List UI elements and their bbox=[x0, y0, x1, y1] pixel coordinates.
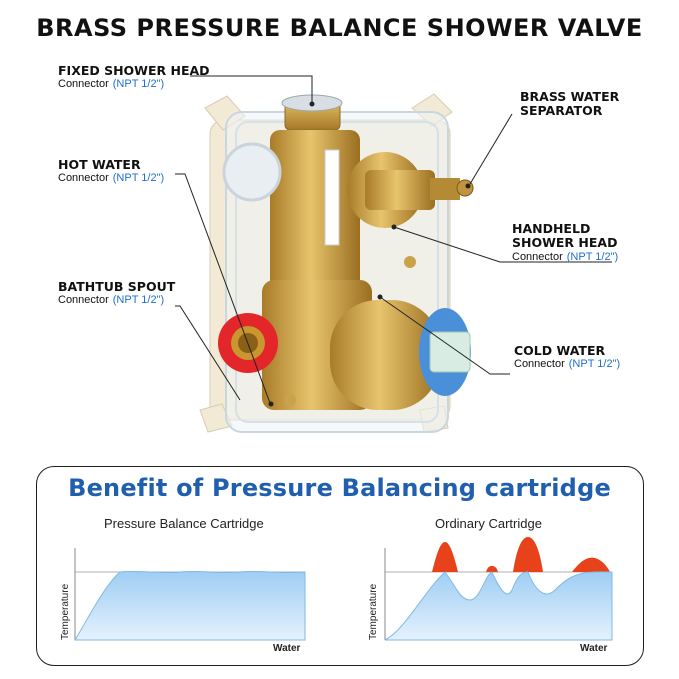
callout-sub: Connector(NPT 1/2") bbox=[514, 358, 620, 371]
page-title: BRASS PRESSURE BALANCE SHOWER VALVE bbox=[36, 14, 643, 42]
callout-hot-water: HOT WATER Connector(NPT 1/2") bbox=[58, 157, 164, 185]
callout-sub-label: Connector bbox=[58, 294, 109, 307]
callout-sub-label: Connector bbox=[58, 172, 109, 185]
callout-spec: (NPT 1/2") bbox=[112, 78, 165, 91]
right-chart-title: Ordinary Cartridge bbox=[435, 516, 542, 531]
right-y-label: Temperature bbox=[368, 583, 379, 640]
callout-sub-label: Connector bbox=[514, 358, 565, 371]
callout-name-line2: SHOWER HEAD bbox=[512, 235, 618, 251]
callout-bathtub-spout: BATHTUB SPOUT Connector(NPT 1/2") bbox=[58, 279, 176, 307]
callout-sub-label: Connector bbox=[58, 78, 109, 91]
right-x-label: Water bbox=[580, 643, 608, 654]
left-y-label: Temperature bbox=[60, 583, 71, 640]
callout-sub: Connector(NPT 1/2") bbox=[58, 172, 164, 185]
callout-brass-water-separator: BRASS WATER SEPARATOR bbox=[520, 89, 620, 119]
callout-sub: Connector(NPT 1/2") bbox=[512, 251, 618, 264]
valve-illustration bbox=[175, 75, 612, 433]
callout-spec: (NPT 1/2") bbox=[566, 250, 619, 263]
callout-handheld-shower-head: HANDHELD SHOWER HEAD Connector(NPT 1/2") bbox=[512, 221, 618, 264]
callout-spec: (NPT 1/2") bbox=[568, 358, 621, 371]
callout-name: HOT WATER bbox=[58, 157, 141, 172]
callout-fixed-shower-head: FIXED SHOWER HEAD Connector(NPT 1/2") bbox=[58, 63, 210, 91]
benefit-title: Benefit of Pressure Balancing cartridge bbox=[68, 474, 611, 502]
callout-spec: (NPT 1/2") bbox=[112, 172, 165, 185]
callout-leaders bbox=[175, 75, 612, 407]
callout-name-line2: SEPARATOR bbox=[520, 103, 603, 119]
callout-sub-label: Connector bbox=[512, 250, 563, 263]
callout-name: BATHTUB SPOUT bbox=[58, 279, 176, 294]
left-x-label: Water bbox=[273, 643, 301, 654]
callout-name: COLD WATER bbox=[514, 343, 606, 358]
callout-spec: (NPT 1/2") bbox=[112, 294, 165, 307]
callout-name-line1: HANDHELD bbox=[512, 221, 591, 236]
callout-sub: Connector(NPT 1/2") bbox=[58, 294, 175, 307]
callout-sub: Connector(NPT 1/2") bbox=[58, 78, 210, 91]
callout-cold-water: COLD WATER Connector(NPT 1/2") bbox=[514, 343, 620, 371]
callout-name: FIXED SHOWER HEAD bbox=[58, 63, 210, 78]
left-chart-title: Pressure Balance Cartridge bbox=[104, 516, 264, 531]
callout-name-line1: BRASS WATER bbox=[520, 89, 620, 104]
